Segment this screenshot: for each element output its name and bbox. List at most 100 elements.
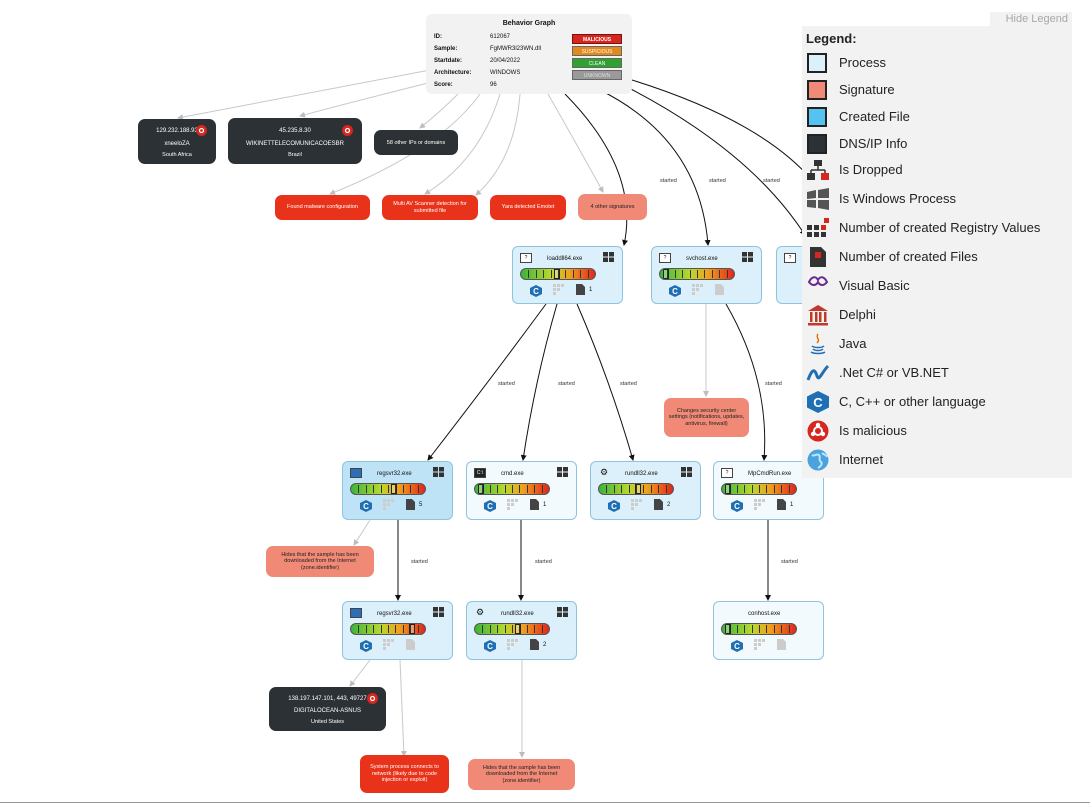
- ip-node-2[interactable]: 45.235.8.30 WIKINETTELECOMUNICACOESBR Br…: [228, 118, 362, 164]
- process-node-mpcmdrun[interactable]: ? MpCmdRun.exe C 1: [713, 461, 824, 520]
- process-node-conhost[interactable]: conhost.exe C: [713, 601, 824, 660]
- edge-label: started: [411, 559, 428, 565]
- gauge-tick: [697, 270, 698, 278]
- process-node-regsvr32-1[interactable]: regsvr32.exe C 5: [342, 461, 453, 520]
- svg-text:C: C: [734, 502, 740, 511]
- gauge-tick: [689, 270, 691, 278]
- gauge-tick: [534, 625, 536, 633]
- process-node-cmd[interactable]: C:\ cmd.exe C 1: [466, 461, 577, 520]
- behavior-graph-summary[interactable]: Behavior Graph ID:612067 Sample:FgMWR3l2…: [426, 14, 632, 94]
- c-language-icon: C: [669, 285, 681, 297]
- legend-item-signature: Signature: [802, 78, 1072, 102]
- signature-node-2[interactable]: Multi AV Scanner detection for submitted…: [382, 195, 478, 220]
- ip-node-others[interactable]: 58 other IPs or domains: [374, 130, 458, 155]
- process-node-rundll32-2[interactable]: ⚙ rundll32.exe C 2: [466, 601, 577, 660]
- file-icon: [777, 639, 786, 650]
- gauge-tick: [736, 485, 738, 493]
- svg-text:C: C: [813, 395, 823, 410]
- edge-label: started: [498, 381, 515, 387]
- gauge-tick: [535, 270, 537, 278]
- process-node-svchost[interactable]: ? svchost.exe C: [651, 246, 762, 304]
- gauge-tick: [504, 625, 506, 633]
- process-window-icon: ?: [721, 468, 733, 478]
- gauge-tick: [628, 485, 630, 493]
- legend-item-c-language: C C, C++ or other language: [802, 390, 1072, 414]
- gauge-tick: [572, 270, 574, 278]
- file-icon: [654, 499, 663, 510]
- gauge-tick: [643, 485, 645, 493]
- c-language-icon: C: [731, 500, 743, 512]
- gauge-tick: [580, 270, 582, 278]
- gear-icon: ⚙: [475, 607, 485, 617]
- gauge-tick: [658, 485, 660, 493]
- registry-icon: [754, 639, 765, 650]
- windows-icon: [681, 467, 692, 477]
- process-node-rundll32-1[interactable]: ⚙ rundll32.exe C 2: [590, 461, 701, 520]
- delphi-icon: [808, 305, 828, 326]
- process-window-icon: ?: [659, 253, 671, 263]
- process-window-icon: ?: [784, 253, 796, 263]
- gauge-tick: [541, 485, 543, 493]
- legend-item-process: Process: [802, 51, 1072, 75]
- windows-icon: [557, 607, 568, 617]
- ip-node-4[interactable]: 138.197.147.101, 443, 49727 DIGITALOCEAN…: [269, 687, 386, 731]
- registry-icon: [754, 499, 765, 510]
- gauge-tick: [410, 625, 412, 633]
- hide-legend-button[interactable]: Hide Legend: [990, 12, 1072, 26]
- cmd-icon: C:\: [474, 468, 486, 478]
- svg-text:C: C: [363, 642, 369, 651]
- signature-node-1[interactable]: Found malware configuration: [275, 195, 370, 220]
- c-language-icon: C: [530, 285, 542, 297]
- gauge-tick: [489, 625, 491, 633]
- biohazard-icon: [807, 420, 829, 442]
- process-node-loaddll64[interactable]: ? loaddll64.exe C 1: [512, 246, 623, 304]
- gauge-tick: [528, 270, 530, 278]
- edge-label: started: [535, 559, 552, 565]
- windows-icon: [807, 188, 829, 210]
- edge-summary-s4: [547, 93, 604, 193]
- svg-text:C: C: [487, 642, 493, 651]
- edge-label: started: [709, 178, 726, 184]
- edge-label: started: [620, 381, 637, 387]
- visual-basic-icon: [807, 276, 829, 296]
- legend-item-registry: Number of created Registry Values: [802, 216, 1072, 240]
- legend-title: Legend:: [806, 31, 857, 46]
- gauge-tick: [373, 485, 375, 493]
- regsvr-icon: [350, 608, 362, 618]
- gauge-tick: [636, 485, 637, 493]
- c-language-icon: C: [608, 500, 620, 512]
- c-language-icon: C: [360, 500, 372, 512]
- gauge-tick: [519, 625, 521, 633]
- signature-node-3[interactable]: Yara detected Emotet: [490, 195, 566, 220]
- edge-regsvr2-s7: [399, 659, 407, 757]
- legend-item-dotnet: .Net C# or VB.NET: [802, 361, 1072, 385]
- signature-swatch: [807, 80, 827, 100]
- edge-summary-right: [631, 79, 813, 181]
- gauge-tick: [650, 485, 652, 493]
- file-icon: [530, 499, 539, 510]
- edge-summary-mpcmd: [624, 85, 806, 236]
- gauge-tick: [744, 485, 746, 493]
- gauge-tick: [388, 485, 389, 493]
- process-node-regsvr32-2[interactable]: regsvr32.exe C: [342, 601, 453, 660]
- ip-node-1[interactable]: 129.232.188.93 xneeloZA South Africa: [138, 119, 216, 164]
- process-node-partial[interactable]: ?: [776, 246, 806, 304]
- gauge-tick: [504, 485, 506, 493]
- svg-text:C: C: [672, 287, 678, 296]
- score-gauge: [721, 623, 797, 635]
- windows-icon: [742, 252, 753, 262]
- java-icon: [810, 333, 826, 355]
- signature-node-6[interactable]: Hides that the sample has been downloade…: [266, 546, 374, 577]
- signature-node-7[interactable]: System process connects to network (like…: [360, 755, 449, 793]
- registry-icon: [507, 499, 518, 510]
- signature-node-5[interactable]: Changes security center settings (notifi…: [664, 398, 749, 437]
- gauge-tick: [682, 270, 684, 278]
- gauge-tick: [497, 625, 499, 633]
- legend-item-malicious: Is malicious: [802, 419, 1072, 443]
- edge-loaddll-regsvr1: [427, 303, 547, 461]
- gauge-tick: [388, 625, 389, 633]
- gauge-tick: [526, 485, 528, 493]
- signature-node-4[interactable]: 4 other signatures: [578, 194, 647, 220]
- signature-node-8[interactable]: Hides that the sample has been downloade…: [468, 759, 575, 790]
- gauge-tick: [719, 270, 721, 278]
